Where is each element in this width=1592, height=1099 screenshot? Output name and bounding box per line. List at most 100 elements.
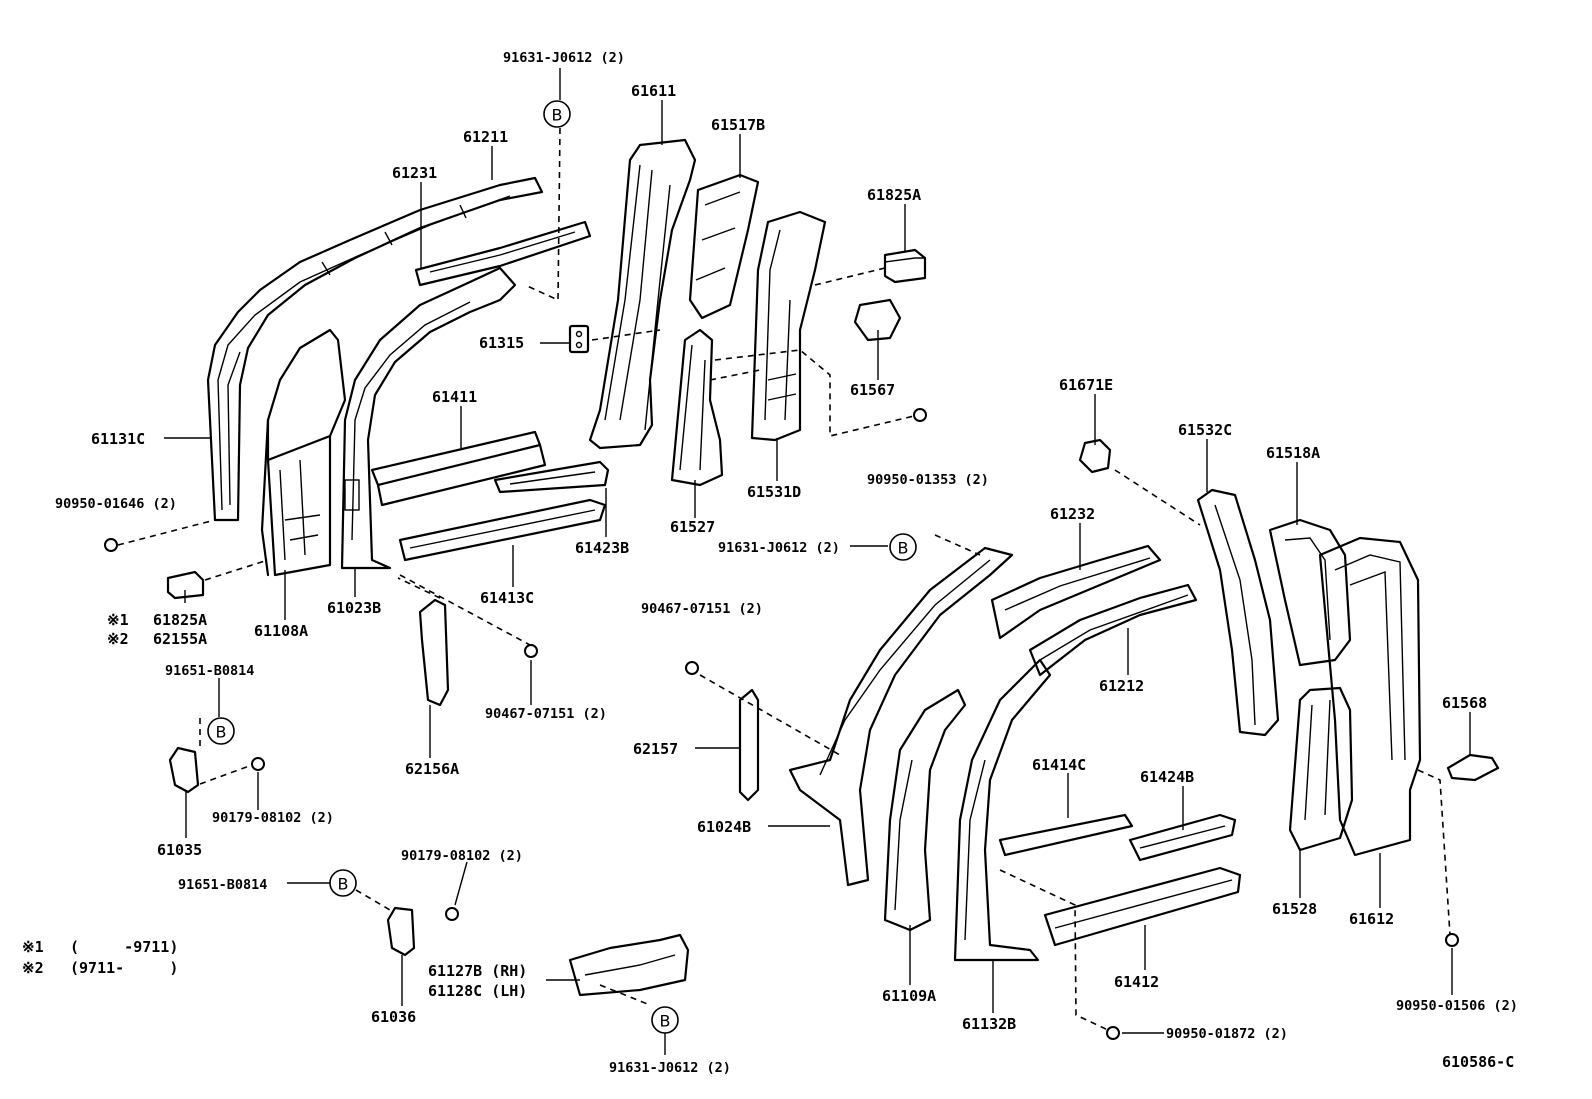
clip-90950-01353: [913, 408, 927, 422]
label-90950-01353: 90950-01353 (2): [867, 472, 989, 488]
label-61411: 61411: [432, 388, 477, 406]
label-61518a: 61518A: [1266, 444, 1320, 462]
part-pillar-61532c: [1196, 488, 1280, 737]
part-roof-rail-61232: [990, 544, 1162, 640]
label-61612: 61612: [1349, 910, 1394, 928]
part-pad-61825a-top: [883, 248, 927, 284]
part-bracket-62156a: [418, 598, 450, 707]
label-61315: 61315: [479, 334, 524, 352]
label-61128c: 61128C (LH): [428, 982, 527, 1000]
svg-text:B: B: [552, 106, 563, 125]
part-roof-rail-61212: [1028, 583, 1198, 677]
label-61212: 61212: [1099, 677, 1144, 695]
clip-90950-01646: [104, 538, 118, 552]
clip-90467-07151-left: [524, 644, 538, 658]
clip-90950-01872: [1106, 1026, 1120, 1040]
svg-text:B: B: [898, 539, 909, 558]
callout-b-mid: B: [889, 533, 917, 561]
label-61132b: 61132B: [962, 1015, 1016, 1033]
label-90467-07151-mid: 90467-07151 (2): [641, 601, 763, 617]
label-61413c: 61413C: [480, 589, 534, 607]
label-note-2: ※2: [107, 630, 129, 648]
part-pillar-61531d: [750, 210, 827, 442]
label-61231: 61231: [392, 164, 437, 182]
callout-b-left: B: [207, 717, 235, 745]
part-hinge-61036: [386, 906, 416, 957]
label-note-1: ※1: [107, 611, 129, 629]
part-bracket-61423b: [493, 460, 610, 494]
label-90950-01506: 90950-01506 (2): [1396, 998, 1518, 1014]
label-61023b: 61023B: [327, 599, 381, 617]
label-91631-j0612-top: 91631-J0612 (2): [503, 50, 625, 66]
label-90950-01646: 90950-01646 (2): [55, 496, 177, 512]
label-61423b: 61423B: [575, 539, 629, 557]
label-61412: 61412: [1114, 973, 1159, 991]
callout-b-low: B: [329, 869, 357, 897]
label-61424b: 61424B: [1140, 768, 1194, 786]
callout-b-top: B: [543, 100, 571, 128]
label-61232: 61232: [1050, 505, 1095, 523]
svg-text:B: B: [660, 1012, 671, 1031]
callout-b-bottom: B: [651, 1006, 679, 1034]
label-61035: 61035: [157, 841, 202, 859]
part-rocker-61412: [1043, 866, 1242, 947]
label-61532c: 61532C: [1178, 421, 1232, 439]
label-90179-08102-a: 90179-08102 (2): [401, 848, 523, 864]
part-pillar-61527: [670, 328, 724, 487]
label-61036: 61036: [371, 1008, 416, 1026]
clip-90950-01506: [1445, 933, 1459, 947]
part-inner-pillar-61023b: [340, 266, 517, 570]
label-61108a: 61108A: [254, 622, 308, 640]
part-roof-rail-61231: [414, 220, 592, 287]
nut-90179-08102-b: [445, 907, 459, 921]
part-outer-panel-61131c: [206, 176, 544, 522]
label-91631-j0612-bottom: 91631-J0612 (2): [609, 1060, 731, 1076]
part-rocker-inner-61413c: [398, 498, 607, 562]
label-61611: 61611: [631, 82, 676, 100]
label-90950-01872: 90950-01872 (2): [1166, 1026, 1288, 1042]
clip-90467-07151-mid: [685, 661, 699, 675]
label-61528: 61528: [1272, 900, 1317, 918]
label-61568: 61568: [1442, 694, 1487, 712]
label-90467-07151-low: 90467-07151 (2): [485, 706, 607, 722]
part-rocker-61411: [370, 430, 547, 507]
part-bracket-62157: [738, 688, 760, 802]
label-91651-b0814-low: 91651-B0814: [178, 877, 267, 893]
label-61131c: 61131C: [91, 430, 145, 448]
label-61825a-top: 61825A: [867, 186, 921, 204]
part-hinge-61035: [168, 746, 200, 794]
part-bracket-61127b: [568, 933, 690, 997]
label-61517b: 61517B: [711, 116, 765, 134]
label-note-2-range-mark: ※2: [22, 959, 44, 977]
part-front-pillar-61108a: [260, 328, 347, 577]
part-rocker-61414c: [998, 813, 1134, 857]
svg-text:B: B: [338, 875, 349, 894]
label-90179-08102-b: 90179-08102 (2): [212, 810, 334, 826]
label-61127b: 61127B (RH): [428, 962, 527, 980]
part-wheelhouse-61518a: [1268, 518, 1352, 667]
part-inner-pillar-61132b: [953, 658, 1052, 962]
label-61414c: 61414C: [1032, 756, 1086, 774]
label-62157: 62157: [633, 740, 678, 758]
label-61109a: 61109A: [882, 987, 936, 1005]
label-91631-j0612-mid: 91631-J0612 (2): [718, 540, 840, 556]
label-61567: 61567: [850, 381, 895, 399]
svg-text:B: B: [216, 723, 227, 742]
label-61527: 61527: [670, 518, 715, 536]
label-61211: 61211: [463, 128, 508, 146]
label-61531d: 61531D: [747, 483, 801, 501]
part-bracket-61315: [568, 324, 590, 354]
part-bracket-61567: [853, 298, 902, 342]
part-bracket-61424b: [1128, 813, 1237, 862]
label-note-1-range-mark: ※1: [22, 938, 44, 956]
part-quarter-61612: [1318, 536, 1422, 857]
part-pad-61825a-low: [166, 570, 205, 600]
label-61024b: 61024B: [697, 818, 751, 836]
label-note-2-range: (9711- ): [70, 959, 178, 977]
part-clip-61671e: [1078, 438, 1112, 474]
label-62155a: 62155A: [153, 630, 207, 648]
label-note-1-range: ( -9711): [70, 938, 178, 956]
part-bracket-61568: [1446, 753, 1500, 782]
leader-lines: [164, 68, 1471, 1055]
dashed-connections: [117, 127, 1451, 1031]
